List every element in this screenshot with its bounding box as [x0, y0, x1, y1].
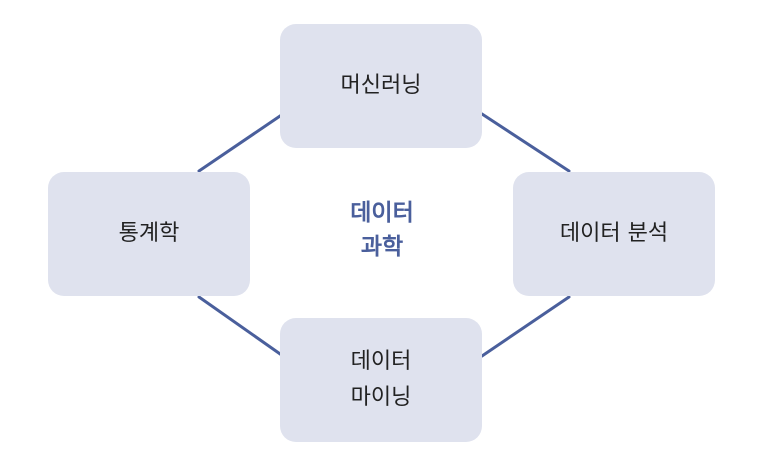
center-label-data-science: 데이터 과학 [312, 196, 452, 264]
node-data-analysis: 데이터 분석 [513, 172, 715, 296]
connector-left-bottom [197, 295, 285, 358]
node-machine-learning-label: 머신러닝 [340, 73, 422, 98]
center-label-line2: 과학 [360, 234, 404, 260]
node-machine-learning: 머신러닝 [280, 24, 482, 148]
node-statistics-label: 통계학 [118, 221, 180, 246]
connector-left-top [197, 112, 285, 173]
connector-bottom-right [480, 295, 571, 358]
node-data-mining-label-line1: 데이터 [350, 349, 412, 374]
connector-top-right [480, 112, 571, 173]
node-data-mining-label-line2: 마이닝 [350, 385, 412, 410]
center-label-line1: 데이터 [350, 200, 414, 226]
node-data-analysis-label: 데이터 분석 [559, 221, 669, 246]
node-statistics: 통계학 [48, 172, 250, 296]
node-data-mining: 데이터 마이닝 [280, 318, 482, 442]
